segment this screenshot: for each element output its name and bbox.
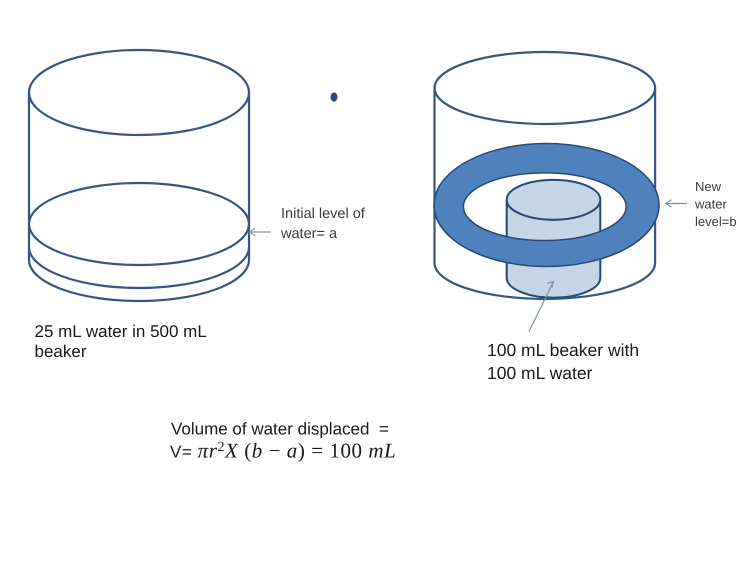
svg-text:Volume of water displaced =: Volume of water displaced = — [171, 420, 389, 439]
svg-text:V= πr2X (b − a) = 100 mL: V= πr2X (b − a) = 100 mL — [170, 439, 396, 463]
svg-text:Initial level of: Initial level of — [281, 206, 366, 222]
svg-text:beaker: beaker — [35, 342, 87, 361]
svg-text:New: New — [695, 179, 722, 194]
svg-text:100 mL water: 100 mL water — [487, 363, 593, 383]
svg-text:water= a: water= a — [280, 226, 338, 242]
svg-text:water: water — [694, 196, 727, 211]
svg-text:100 mL beaker with: 100 mL beaker with — [487, 340, 639, 360]
svg-text:level=b: level=b — [695, 214, 737, 229]
svg-text:25 mL water in 500 mL: 25 mL water in 500 mL — [35, 322, 207, 341]
